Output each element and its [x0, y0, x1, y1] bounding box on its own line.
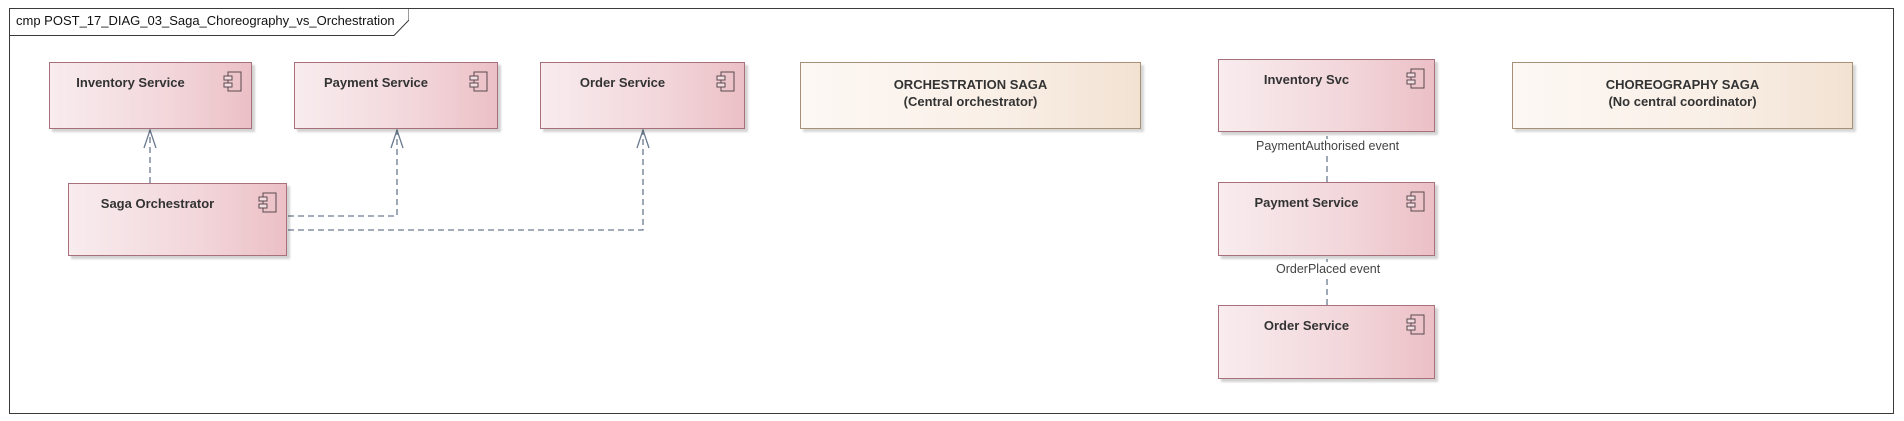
diagram-frame: [9, 8, 1894, 414]
uml-component-icon: [223, 71, 242, 92]
note-orchestration-saga[interactable]: ORCHESTRATION SAGA (Central orchestrator…: [800, 62, 1141, 129]
component-saga-orchestrator[interactable]: Saga Orchestrator: [68, 183, 287, 256]
component-label: Inventory Svc: [1263, 72, 1350, 87]
edge-label-payment-authorised: PaymentAuthorised event: [1255, 139, 1401, 153]
note-choreography-saga[interactable]: CHOREOGRAPHY SAGA (No central coordinato…: [1512, 62, 1853, 129]
note-subtitle: (Central orchestrator): [903, 94, 1038, 109]
arrowhead-payment: [390, 127, 404, 149]
edge-label-order-placed: OrderPlaced event: [1275, 262, 1382, 276]
component-label: Order Service: [1263, 318, 1350, 333]
component-label: Saga Orchestrator: [100, 196, 215, 211]
note-title: CHOREOGRAPHY SAGA: [1605, 77, 1760, 92]
component-order-service-choreography[interactable]: Order Service: [1218, 305, 1435, 379]
uml-component-icon: [258, 192, 277, 213]
arrowhead-order: [636, 127, 650, 149]
frame-title: cmp POST_17_DIAG_03_Saga_Choreography_vs…: [16, 13, 395, 28]
uml-component-icon: [469, 71, 488, 92]
note-title: ORCHESTRATION SAGA: [893, 77, 1048, 92]
component-label: Payment Service: [323, 75, 429, 90]
component-order-service[interactable]: Order Service: [540, 62, 745, 129]
component-label: Inventory Service: [76, 75, 185, 90]
component-label: Order Service: [579, 75, 666, 90]
component-inventory-svc[interactable]: Inventory Svc: [1218, 59, 1435, 132]
frame-tab-outline: [9, 8, 409, 36]
uml-component-icon: [1406, 68, 1425, 89]
component-label: Payment Service: [1254, 195, 1359, 210]
uml-component-icon: [716, 71, 735, 92]
note-subtitle: (No central coordinator): [1608, 94, 1757, 109]
dependency-orchestrator-payment: [288, 130, 398, 217]
uml-component-icon: [1406, 314, 1425, 335]
component-payment-service-choreography[interactable]: Payment Service: [1218, 182, 1435, 256]
component-payment-service[interactable]: Payment Service: [294, 62, 498, 129]
uml-component-icon: [1406, 191, 1425, 212]
arrowhead-inventory: [143, 127, 157, 149]
dependency-orchestrator-order: [288, 130, 644, 231]
component-inventory-service[interactable]: Inventory Service: [49, 62, 252, 129]
